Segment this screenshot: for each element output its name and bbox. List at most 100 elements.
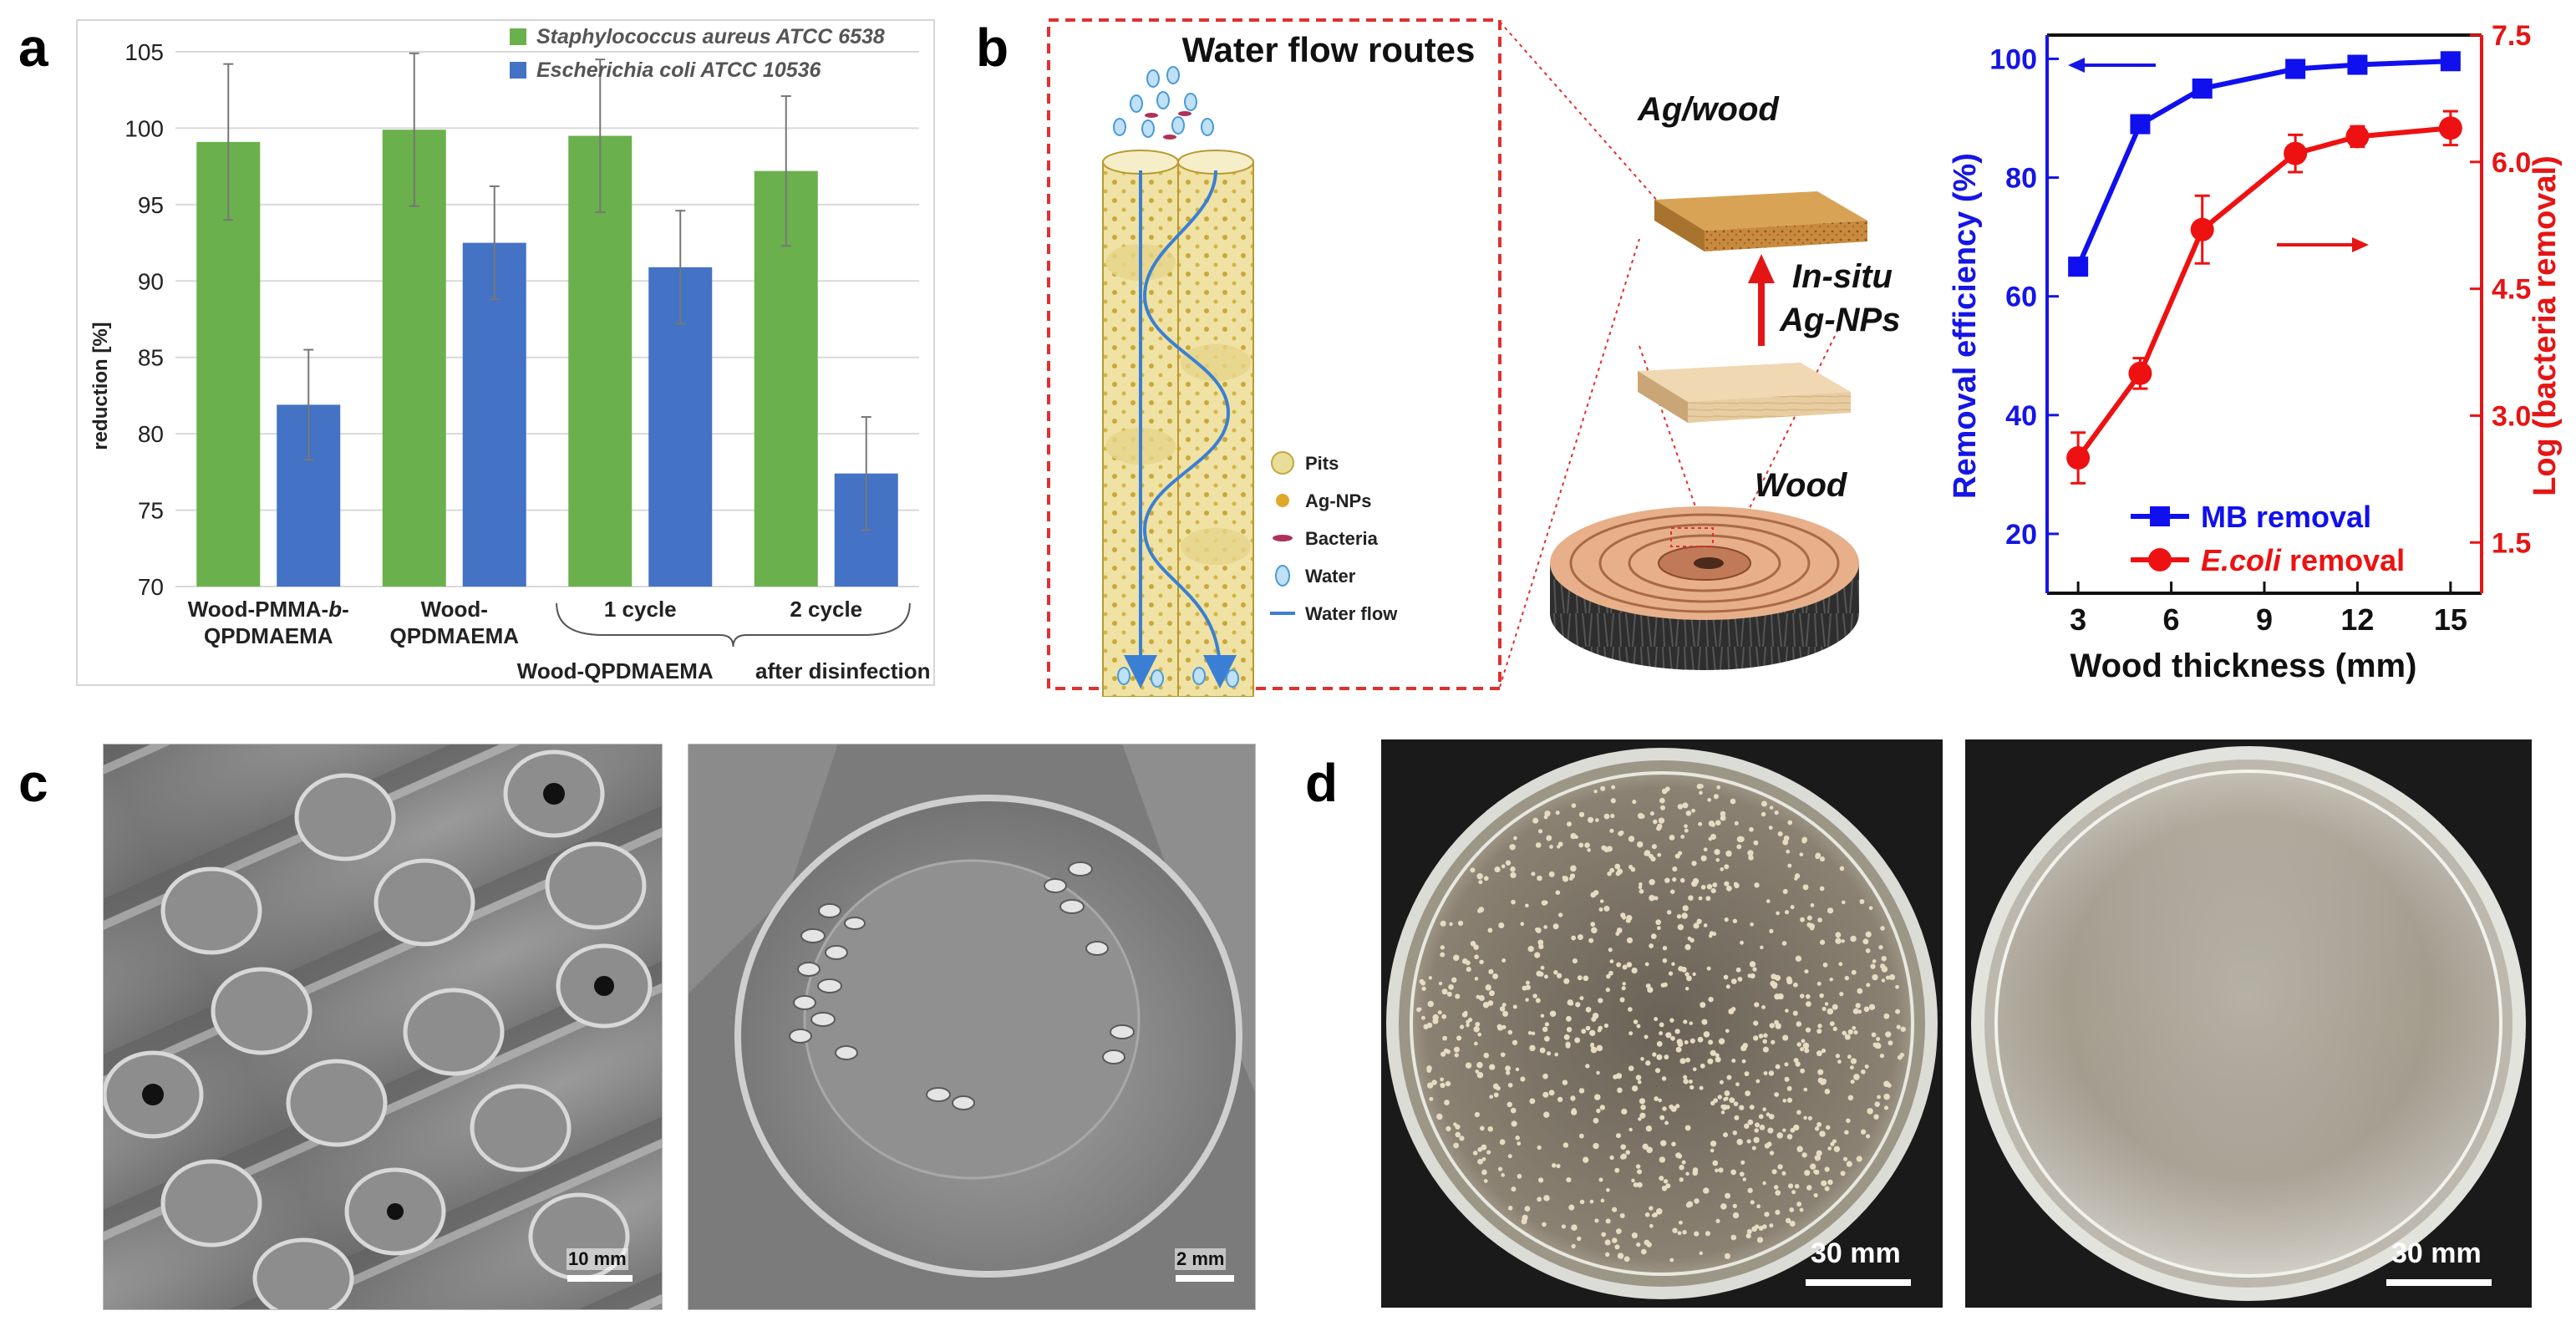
bacteria-colony — [1740, 940, 1744, 945]
bacteria-colony — [1674, 853, 1680, 859]
bacteria-colony — [1631, 1232, 1638, 1239]
bacteria-colony — [1880, 926, 1885, 931]
bacteria-colony — [1741, 1059, 1746, 1064]
bacteria-colony — [1637, 812, 1644, 819]
category-label: Wood-PMMA-b- — [188, 597, 349, 622]
bacteria-colony — [1664, 1120, 1669, 1125]
bacteria-colony — [1506, 1070, 1511, 1075]
bacteria-colony — [1742, 1177, 1747, 1181]
axis-direction-arrows — [2068, 58, 2369, 252]
bacteria-colony — [1537, 875, 1542, 882]
bacteria-colony — [1761, 1005, 1766, 1009]
bacteria-colony — [1669, 1104, 1674, 1110]
y-tick-label: 70 — [138, 574, 164, 600]
bacteria-colony — [1570, 1095, 1576, 1101]
bacteria-colony — [1511, 899, 1516, 905]
bacteria-colony — [1689, 1038, 1695, 1044]
bacteria-colony — [1796, 1110, 1801, 1115]
x-axis-label: Wood thickness (mm) — [2070, 648, 2417, 684]
bacteria-colony — [1684, 986, 1689, 991]
bacteria-colony — [1769, 805, 1774, 810]
bacteria-colony — [1645, 983, 1651, 989]
bacteria-colony — [1685, 1171, 1689, 1176]
bacteria-colony — [1753, 1136, 1760, 1144]
bacteria-colony — [1566, 1015, 1572, 1022]
y-tick-label: 40 — [2005, 400, 2037, 432]
bacteria-colony — [1542, 1222, 1547, 1227]
bacteria-colony — [1767, 1127, 1774, 1134]
bacteria-colony — [1628, 865, 1633, 870]
bacteria-colony — [1660, 1140, 1667, 1146]
bacteria-colony — [1692, 1067, 1697, 1072]
bacteria-colony — [1752, 967, 1757, 972]
bacteria-colony — [1713, 794, 1719, 800]
scale-bar-label: 30 mm — [2391, 1237, 2482, 1269]
panel-label-b: b — [976, 18, 1009, 78]
bacteria-colony — [1677, 1231, 1682, 1236]
bacteria-colony — [1534, 952, 1541, 958]
bacteria-colony — [1546, 835, 1552, 841]
bacteria-colony — [1665, 1033, 1669, 1037]
bacteria-colony — [1747, 1187, 1753, 1193]
bacteria-colony — [1618, 831, 1623, 836]
bacteria-colony — [1839, 991, 1844, 997]
bacteria-colony — [1628, 836, 1635, 842]
bacteria-colony — [1520, 1076, 1526, 1082]
bacteria-colony — [1455, 1131, 1461, 1138]
panel-label-d: d — [1305, 753, 1339, 813]
bacteria-colony — [1468, 1017, 1473, 1023]
bacteria-colony — [1645, 1060, 1651, 1066]
bacteria-colony — [1865, 1134, 1871, 1139]
bacteria-colony — [1666, 910, 1672, 915]
bacteria-colony — [1549, 1010, 1557, 1017]
bacteria-colony — [1640, 1105, 1646, 1110]
bacteria-colony — [1451, 977, 1457, 983]
bacteria-colony — [1878, 945, 1883, 950]
ag-wood-block — [1654, 191, 1867, 251]
bacteria-colony — [1716, 785, 1721, 790]
bacteria-colony — [1649, 943, 1654, 948]
bacteria-colony — [1827, 1008, 1834, 1015]
bacteria-colony — [1649, 879, 1655, 886]
bacteria-colony — [1679, 1058, 1686, 1064]
bacteria-colony — [1853, 1074, 1860, 1080]
bacteria-colony — [1730, 1169, 1736, 1176]
bacteria-colony — [1686, 975, 1692, 982]
bacteria-colony — [1659, 1115, 1665, 1120]
bacteria-colony — [1615, 1228, 1622, 1235]
bacteria-colony — [1481, 1169, 1487, 1176]
bacteria-colony — [1683, 1019, 1688, 1024]
bacteria-colony — [1577, 975, 1583, 981]
bacteria-colony — [1638, 1117, 1642, 1121]
bacteria-colony — [1441, 988, 1448, 995]
bacteria-colony — [1815, 852, 1821, 859]
bacteria-colony — [1612, 1207, 1618, 1212]
bacteria-colony — [1855, 1003, 1861, 1009]
bacteria-colony — [1749, 961, 1756, 968]
bacteria-colony — [1478, 995, 1485, 1002]
bacteria-colony — [1708, 996, 1714, 1003]
bacteria-colony — [1749, 826, 1754, 832]
bacteria-colony — [1658, 1098, 1662, 1103]
bacteria-colony — [1715, 1218, 1720, 1224]
bacteria-colony — [1814, 1126, 1820, 1131]
data-point — [2438, 116, 2462, 140]
bacteria-colony — [1429, 1096, 1434, 1101]
bacteria-colony — [1745, 1090, 1751, 1097]
bacteria-colony — [1771, 1169, 1777, 1175]
wood-log-disc — [1550, 506, 1859, 670]
bacteria-colony — [1670, 889, 1675, 894]
bacteria-colony — [1537, 1177, 1544, 1183]
bacteria-colony — [1652, 819, 1658, 825]
bacteria-colony — [1746, 1228, 1752, 1235]
bacteria-colony — [1554, 1052, 1559, 1057]
bacteria-colony — [1480, 1125, 1485, 1131]
bacteria-colony — [1585, 1025, 1591, 1031]
bacteria-colony — [1562, 1142, 1569, 1148]
bacteria-colony — [1609, 1155, 1614, 1161]
bacteria-colony — [1649, 811, 1654, 816]
bacteria-colony — [1775, 1064, 1781, 1070]
bacteria-colony — [1715, 820, 1721, 826]
bacteria-colony — [1432, 1014, 1439, 1021]
bacteria-colony — [1452, 954, 1460, 962]
